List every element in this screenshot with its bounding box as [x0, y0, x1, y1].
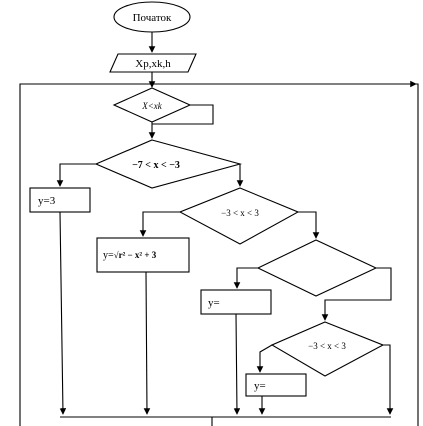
connector-loop-right	[152, 104, 214, 125]
input-block: Xp,xk,h	[109, 53, 197, 73]
connector-cond2-left	[139, 211, 180, 237]
condition-2-diamond: −3 < x < 3	[178, 187, 300, 245]
condition-2-label: −3 < x < 3	[221, 208, 259, 218]
assign-3-label: y=	[208, 297, 220, 309]
loop-frame	[19, 83, 419, 426]
assign-1-label: y=3	[38, 195, 56, 207]
assign-1-block: y=3	[29, 187, 91, 213]
condition-1-label: −7 < x < −3	[132, 160, 180, 171]
condition-3-diamond	[256, 239, 378, 297]
assign-2-block: y=√r² − x² + 3	[96, 237, 190, 273]
condition-4-label: −3 < x < 3	[308, 341, 346, 351]
connector-cond3-right	[321, 267, 392, 321]
connector-cond1-left	[56, 163, 96, 187]
connector-cond2-right	[298, 211, 320, 239]
loop-condition-label: X<xk	[141, 101, 163, 111]
loop-condition-diamond: X<xk	[112, 87, 192, 123]
assign-2-label: y=	[103, 250, 114, 261]
input-label: Xp,xk,h	[135, 58, 171, 70]
connector-cond4-left	[256, 344, 273, 373]
start-terminator: Початок	[113, 1, 191, 33]
condition-4-diamond: −3 < x < 3	[270, 321, 385, 377]
assign-4-block: y=	[245, 373, 307, 397]
start-label: Початок	[133, 12, 172, 24]
connector-assign1-down	[59, 211, 67, 415]
assign-3-block: y=	[200, 289, 272, 315]
connector-cond4-right	[383, 344, 394, 415]
svg-text:y=√r² − x² + 3: y=√r² − x² + 3	[103, 250, 157, 261]
connector-assign3-down	[233, 313, 241, 415]
connector-assign2-down	[143, 271, 151, 415]
assign-2-formula: √r² − x² + 3	[114, 250, 157, 260]
connector-cond3-left	[233, 267, 258, 289]
assign-4-label: y=	[254, 380, 266, 392]
condition-1-diamond: −7 < x < −3	[94, 139, 243, 189]
